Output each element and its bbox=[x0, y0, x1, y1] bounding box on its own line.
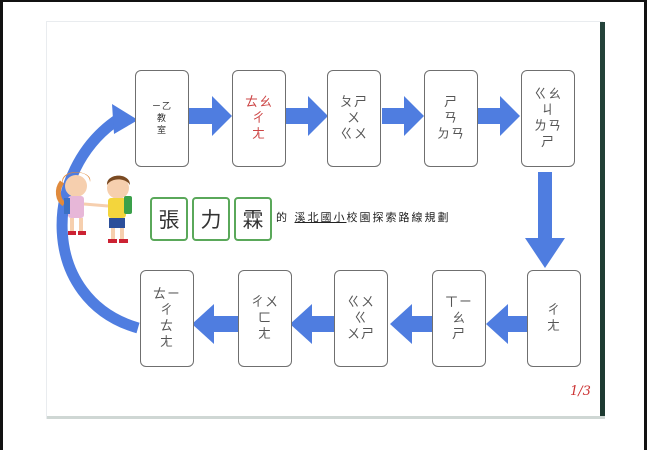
title-school-char-4: 小 bbox=[333, 211, 347, 224]
arrow-curve-return bbox=[56, 113, 140, 334]
children-illustration bbox=[55, 172, 132, 243]
frame-right-border bbox=[644, 0, 647, 450]
arrow-left-2 bbox=[390, 304, 434, 344]
arrow-down bbox=[525, 172, 565, 268]
station-label: ㄍㄠ ㄐ ㄌㄢ ㄕ bbox=[533, 86, 562, 150]
station-label: ㄔ ㄤ bbox=[546, 302, 561, 334]
name-char-box-2: 力 bbox=[192, 197, 230, 241]
station-box-7: ㄒㄧ ㄠ ㄕ bbox=[432, 270, 486, 367]
title-school-char-1: 溪 bbox=[294, 211, 308, 224]
title-school-char-2: 北 bbox=[307, 211, 321, 224]
station-box-3: ㄆㄕ ㄨ ㄍㄨ bbox=[327, 70, 381, 167]
station-box-1-classroom: ㄧ乙 教 室 bbox=[135, 70, 189, 167]
station-box-8: ㄍㄨ ㄍ ㄨㄕ bbox=[334, 270, 388, 367]
arrow-left-3 bbox=[290, 304, 334, 344]
arrow-right-4 bbox=[478, 96, 520, 136]
name-char: 張 bbox=[158, 208, 180, 232]
paper-background-edge bbox=[600, 22, 605, 418]
paper-bottom-shadow bbox=[47, 416, 605, 419]
station-label: ㄊㄠ ㄔ ㄤ bbox=[244, 94, 273, 142]
station-label: ㄆㄕ ㄨ ㄍㄨ bbox=[339, 94, 368, 142]
title-school-char-3: 國 bbox=[320, 211, 334, 224]
station-label: ㄕ ㄢ ㄉㄢ bbox=[436, 94, 465, 142]
name-char-box-1: 張 bbox=[150, 197, 188, 241]
station-label: ㄍㄨ ㄍ ㄨㄕ bbox=[346, 294, 375, 342]
frame-left-border bbox=[0, 0, 3, 450]
title-prefix: 的 bbox=[276, 211, 289, 224]
station-box-5: ㄍㄠ ㄐ ㄌㄢ ㄕ bbox=[521, 70, 575, 167]
name-char: 霖 bbox=[242, 208, 264, 232]
station-label: ㄊㄧ ㄔ ㄊ ㄤ bbox=[152, 286, 181, 350]
station-box-2: ㄊㄠ ㄔ ㄤ bbox=[232, 70, 286, 167]
name-char: 力 bbox=[200, 208, 222, 232]
name-char-box-3: 霖 bbox=[234, 197, 272, 241]
arrow-left-4 bbox=[192, 304, 238, 344]
station-box-4: ㄕ ㄢ ㄉㄢ bbox=[424, 70, 478, 167]
arrow-left-1 bbox=[486, 304, 530, 344]
arrow-right-2 bbox=[286, 96, 328, 136]
arrow-right-3 bbox=[382, 96, 424, 136]
station-box-9: ㄔㄨ ㄈ ㄤ bbox=[238, 270, 292, 367]
station-label: ㄒㄧ ㄠ ㄕ bbox=[444, 294, 473, 342]
station-box-10: ㄊㄧ ㄔ ㄊ ㄤ bbox=[140, 270, 194, 367]
station-label: ㄔㄨ ㄈ ㄤ bbox=[250, 294, 279, 342]
title-suffix: 校園探索路線規劃 bbox=[346, 211, 451, 224]
station-label: ㄧ乙 教 室 bbox=[151, 101, 172, 136]
arrow-right-1 bbox=[188, 96, 232, 136]
arrows-group bbox=[188, 96, 565, 344]
frame-top-border bbox=[0, 0, 647, 2]
page-number: 1/3 bbox=[570, 384, 591, 399]
worksheet-title: 的 溪北國小校園探索路線規劃 bbox=[276, 209, 451, 225]
station-box-6: ㄔ ㄤ bbox=[527, 270, 581, 367]
arrow-curve-head bbox=[112, 104, 138, 134]
